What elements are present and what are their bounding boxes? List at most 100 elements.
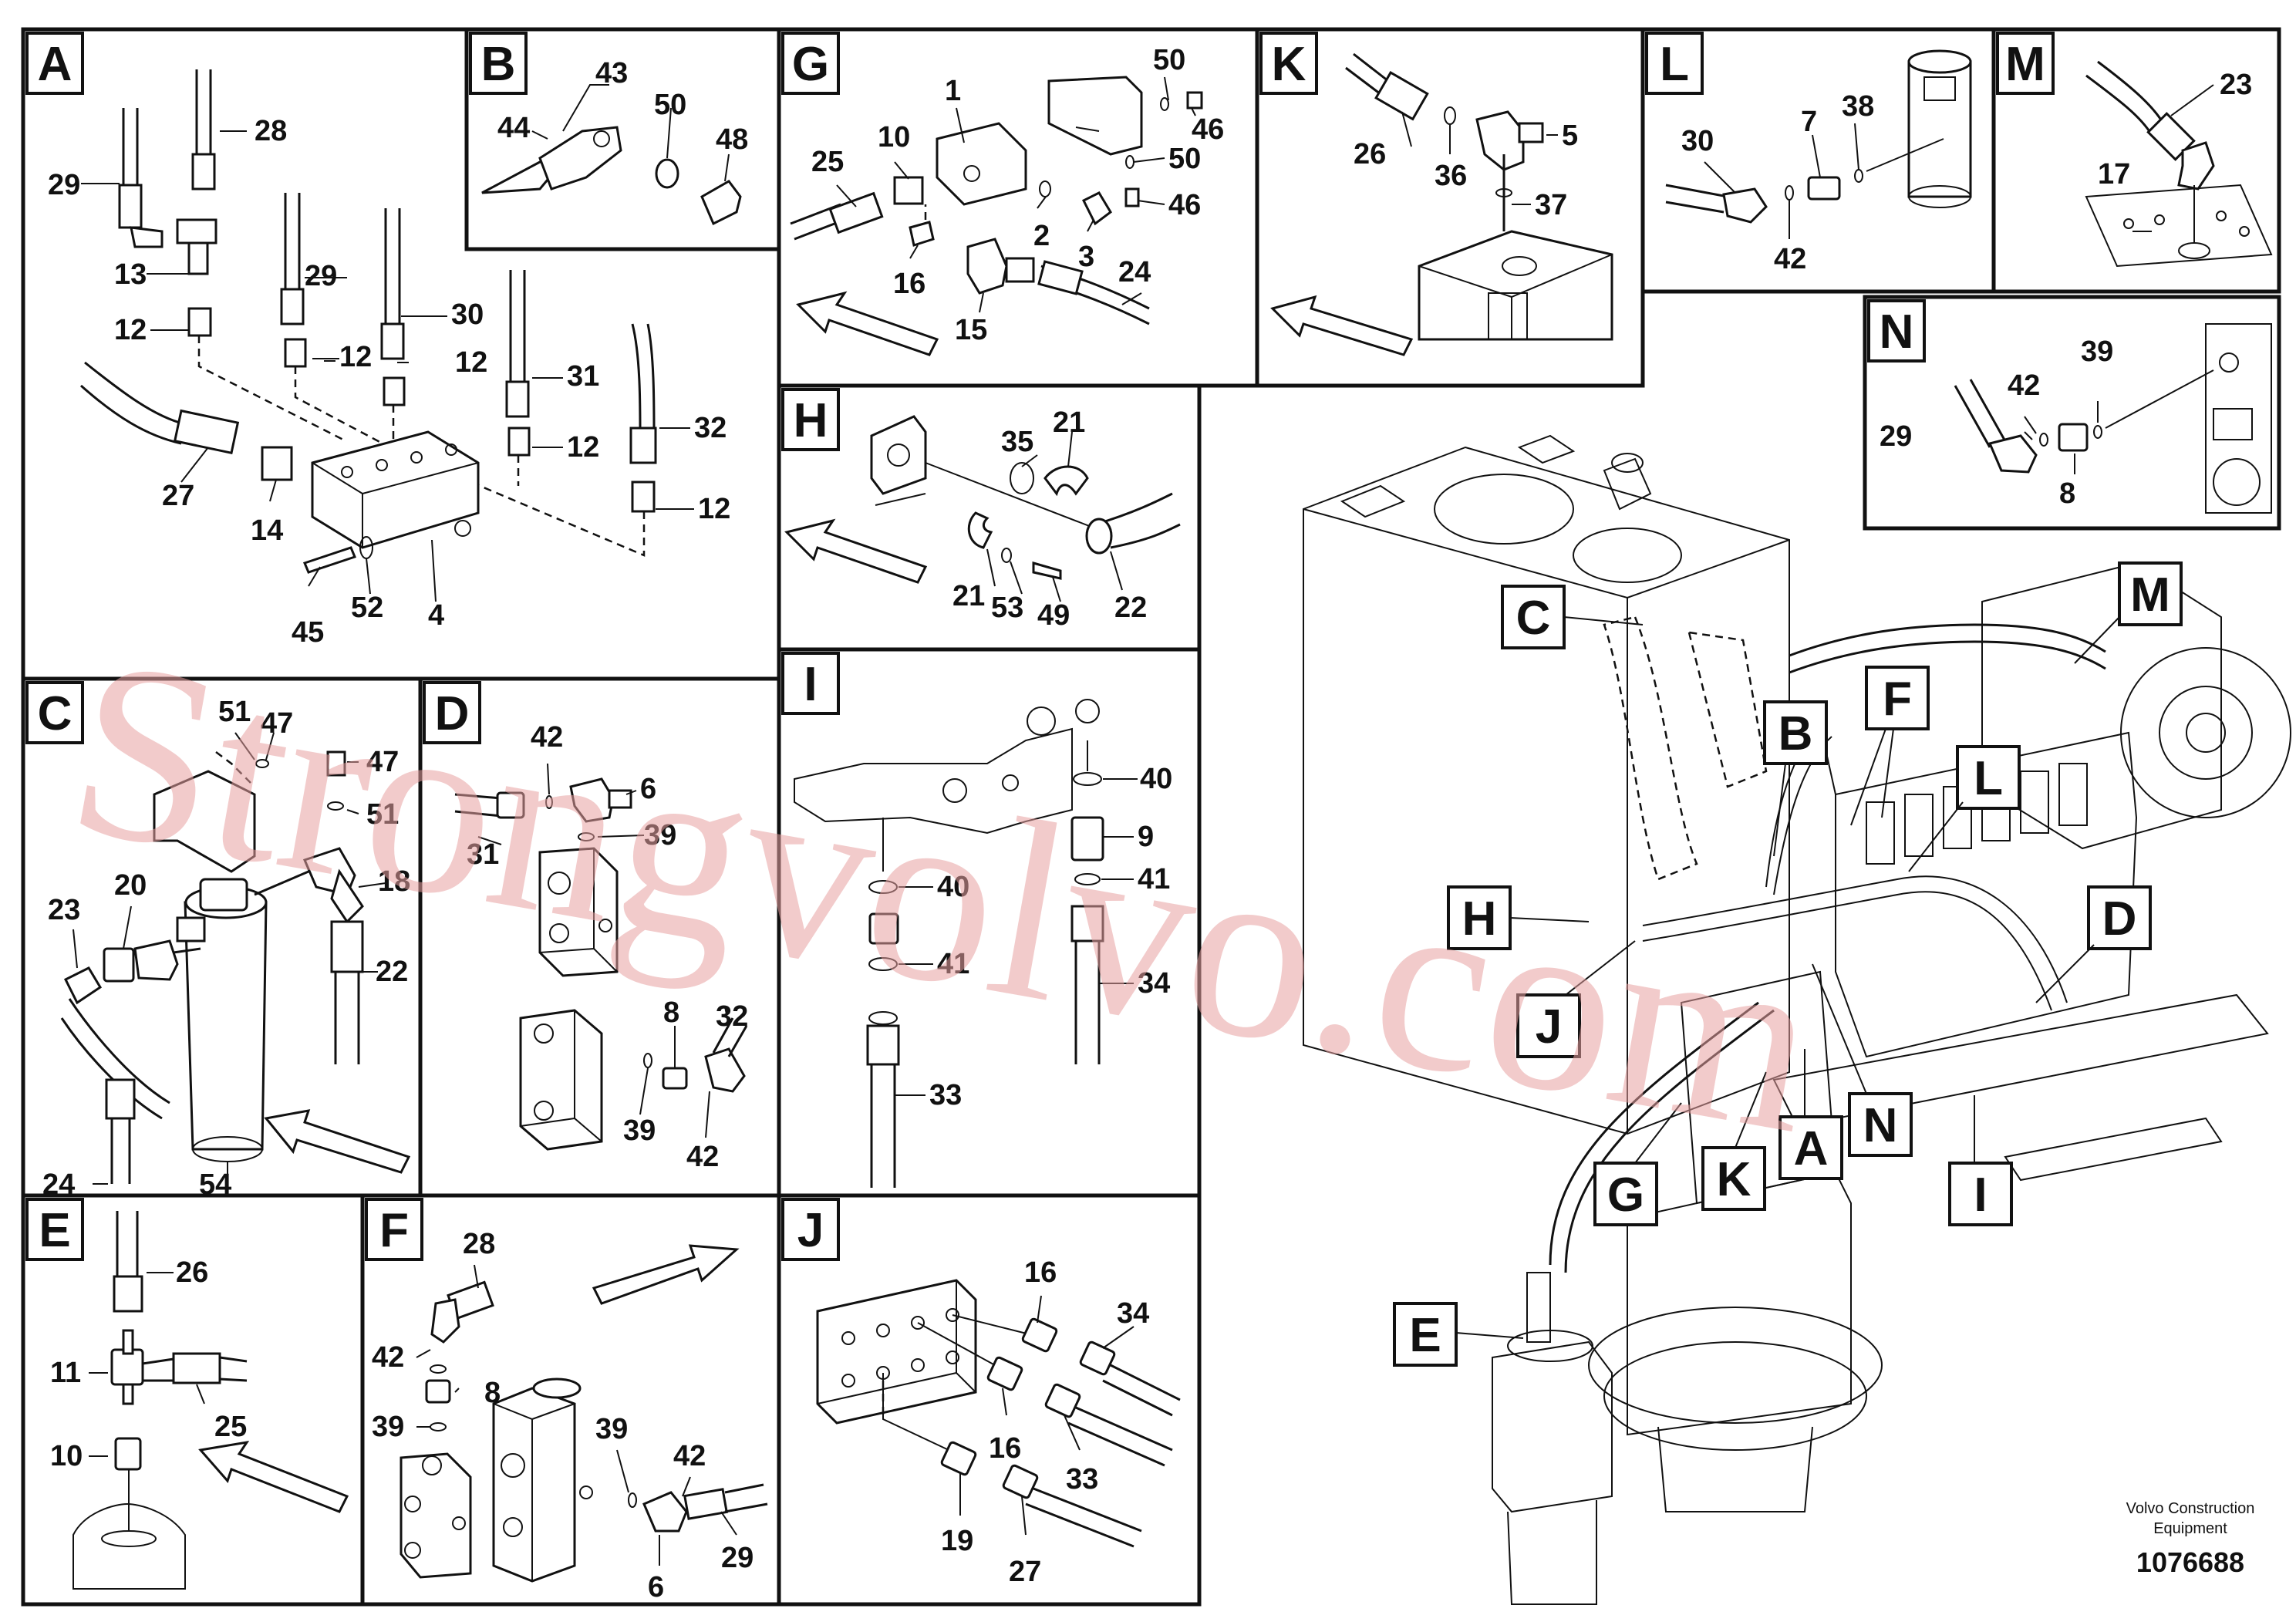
- panel-d-callouts: 42 6 31 39 8 32 39 42: [467, 721, 748, 1173]
- panel-letter-boxes: A B G K L M N H I C D E F J: [25, 32, 2055, 1261]
- panel-letter: M: [2130, 568, 2170, 622]
- part-callout: 22: [376, 956, 408, 988]
- panel-f-callouts: 28 42 8 39 39 42 6 29: [372, 1228, 754, 1603]
- part-callout: 29: [48, 169, 80, 201]
- brand-line-2: Equipment: [2153, 1520, 2227, 1537]
- part-callout: 20: [114, 869, 147, 902]
- part-callout: 33: [1066, 1463, 1098, 1496]
- part-callout: 10: [50, 1440, 83, 1472]
- overview-machine: [1303, 434, 2291, 1605]
- panel-letter: J: [1536, 1000, 1562, 1054]
- part-callout: 51: [218, 696, 251, 728]
- panel-letter: G: [792, 38, 829, 91]
- panel-d-letter: D: [423, 681, 481, 744]
- part-callout: 6: [648, 1571, 664, 1603]
- overview-label-d: D: [2035, 885, 2152, 1003]
- part-callout: 43: [595, 57, 628, 89]
- part-callout: 35: [1001, 426, 1033, 458]
- part-callout: 1: [945, 75, 961, 107]
- panel-k-callouts: 26 36 5 37: [1354, 120, 1578, 221]
- part-callout: 21: [1053, 406, 1085, 439]
- part-callout: 24: [42, 1168, 75, 1201]
- part-callout: 7: [1801, 106, 1817, 138]
- panel-letter: H: [1462, 892, 1497, 946]
- part-callout: 25: [811, 146, 844, 178]
- panel-b-drawing: [481, 84, 742, 226]
- part-callout: 40: [937, 871, 969, 903]
- part-callout: 16: [1024, 1256, 1057, 1289]
- part-callout: 40: [1140, 763, 1172, 795]
- panel-letter: F: [1883, 673, 1912, 726]
- part-callout: 25: [214, 1411, 247, 1443]
- part-callout: 47: [366, 746, 399, 778]
- panel-e-drawing: [72, 1211, 349, 1590]
- panel-letter: E: [39, 1204, 70, 1257]
- overview-label-l: L: [1908, 745, 2021, 872]
- part-callout: 30: [1681, 125, 1714, 157]
- panel-letter: K: [1272, 38, 1306, 91]
- panel-letter: N: [1880, 305, 1914, 359]
- panel-c-drawing: [60, 732, 411, 1185]
- panel-h-callouts: 21 35 21 53 49 22: [952, 406, 1147, 632]
- document-number: 1076688: [2136, 1546, 2244, 1578]
- panel-letter: A: [1794, 1122, 1829, 1175]
- panel-f-drawing: [400, 1244, 768, 1583]
- part-callout: 37: [1535, 189, 1567, 221]
- part-callout: 27: [1009, 1556, 1041, 1588]
- panel-frames: [21, 27, 2281, 1607]
- overview-label-n: N: [1812, 963, 1913, 1157]
- panel-g-letter: G: [781, 32, 840, 95]
- overview-label-m: M: [2074, 561, 2183, 664]
- panel-letter: K: [1717, 1153, 1752, 1206]
- panel-j-letter: J: [781, 1198, 840, 1261]
- panel-g-drawing: [790, 76, 1203, 356]
- panel-c-callouts: 51 47 47 51 18 20 23 22 24 54: [42, 696, 410, 1201]
- panel-l-letter: L: [1645, 32, 1704, 95]
- panel-d-drawing: [454, 763, 748, 1151]
- part-callout: 18: [378, 865, 410, 898]
- overview-label-f: F: [1850, 666, 1930, 826]
- panel-a-drawing: [80, 69, 694, 602]
- part-callout: 39: [595, 1413, 628, 1445]
- panel-a-callouts: 29 28 13 12 29 12 30 12 31 12 32 12 27 1…: [48, 115, 730, 649]
- overview-label-e: E: [1393, 1302, 1524, 1367]
- panel-letter: L: [1660, 38, 1689, 91]
- part-callout: 42: [531, 721, 563, 754]
- part-callout: 28: [255, 115, 287, 147]
- part-callout: 28: [463, 1228, 495, 1260]
- overview-label-i: I: [1948, 1095, 2013, 1226]
- panel-h-letter: H: [781, 388, 840, 451]
- overview-label-a: A: [1778, 1049, 1843, 1180]
- panel-b-letter: B: [469, 32, 528, 95]
- part-callout: 2: [1033, 220, 1050, 252]
- overview-label-b: B: [1763, 700, 1828, 857]
- part-callout: 21: [952, 580, 985, 612]
- panel-e-letter: E: [25, 1198, 84, 1261]
- panel-g-callouts: 1 50 46 10 25 50 46 2 3 16 15 24: [811, 44, 1224, 346]
- part-callout: 29: [721, 1542, 754, 1574]
- panel-n-drawing: [1954, 323, 2272, 514]
- part-callout: 33: [929, 1079, 962, 1111]
- panel-n-letter: N: [1867, 299, 1926, 363]
- part-callout: 32: [694, 412, 727, 444]
- part-callout: 45: [292, 616, 324, 649]
- part-callout: 42: [372, 1341, 404, 1374]
- part-callout: 42: [673, 1440, 706, 1472]
- part-callout: 38: [1842, 90, 1874, 123]
- part-callout: 51: [366, 798, 399, 831]
- part-callout: 39: [644, 819, 676, 851]
- panel-letter: L: [1974, 752, 2003, 805]
- part-callout: 39: [372, 1411, 404, 1443]
- part-callout: 42: [1774, 243, 1806, 275]
- part-callout: 39: [623, 1114, 656, 1147]
- panel-letter: E: [1409, 1309, 1441, 1362]
- part-callout: 4: [428, 599, 444, 632]
- panel-n-callouts: 39 42 29 8: [1880, 336, 2113, 510]
- part-callout: 31: [467, 838, 499, 871]
- part-callout: 29: [1880, 420, 1912, 453]
- panel-c-letter: C: [25, 681, 84, 744]
- part-callout: 12: [455, 346, 487, 379]
- part-callout: 22: [1114, 592, 1147, 624]
- panel-letter: B: [481, 38, 516, 91]
- panel-letter: F: [379, 1204, 409, 1257]
